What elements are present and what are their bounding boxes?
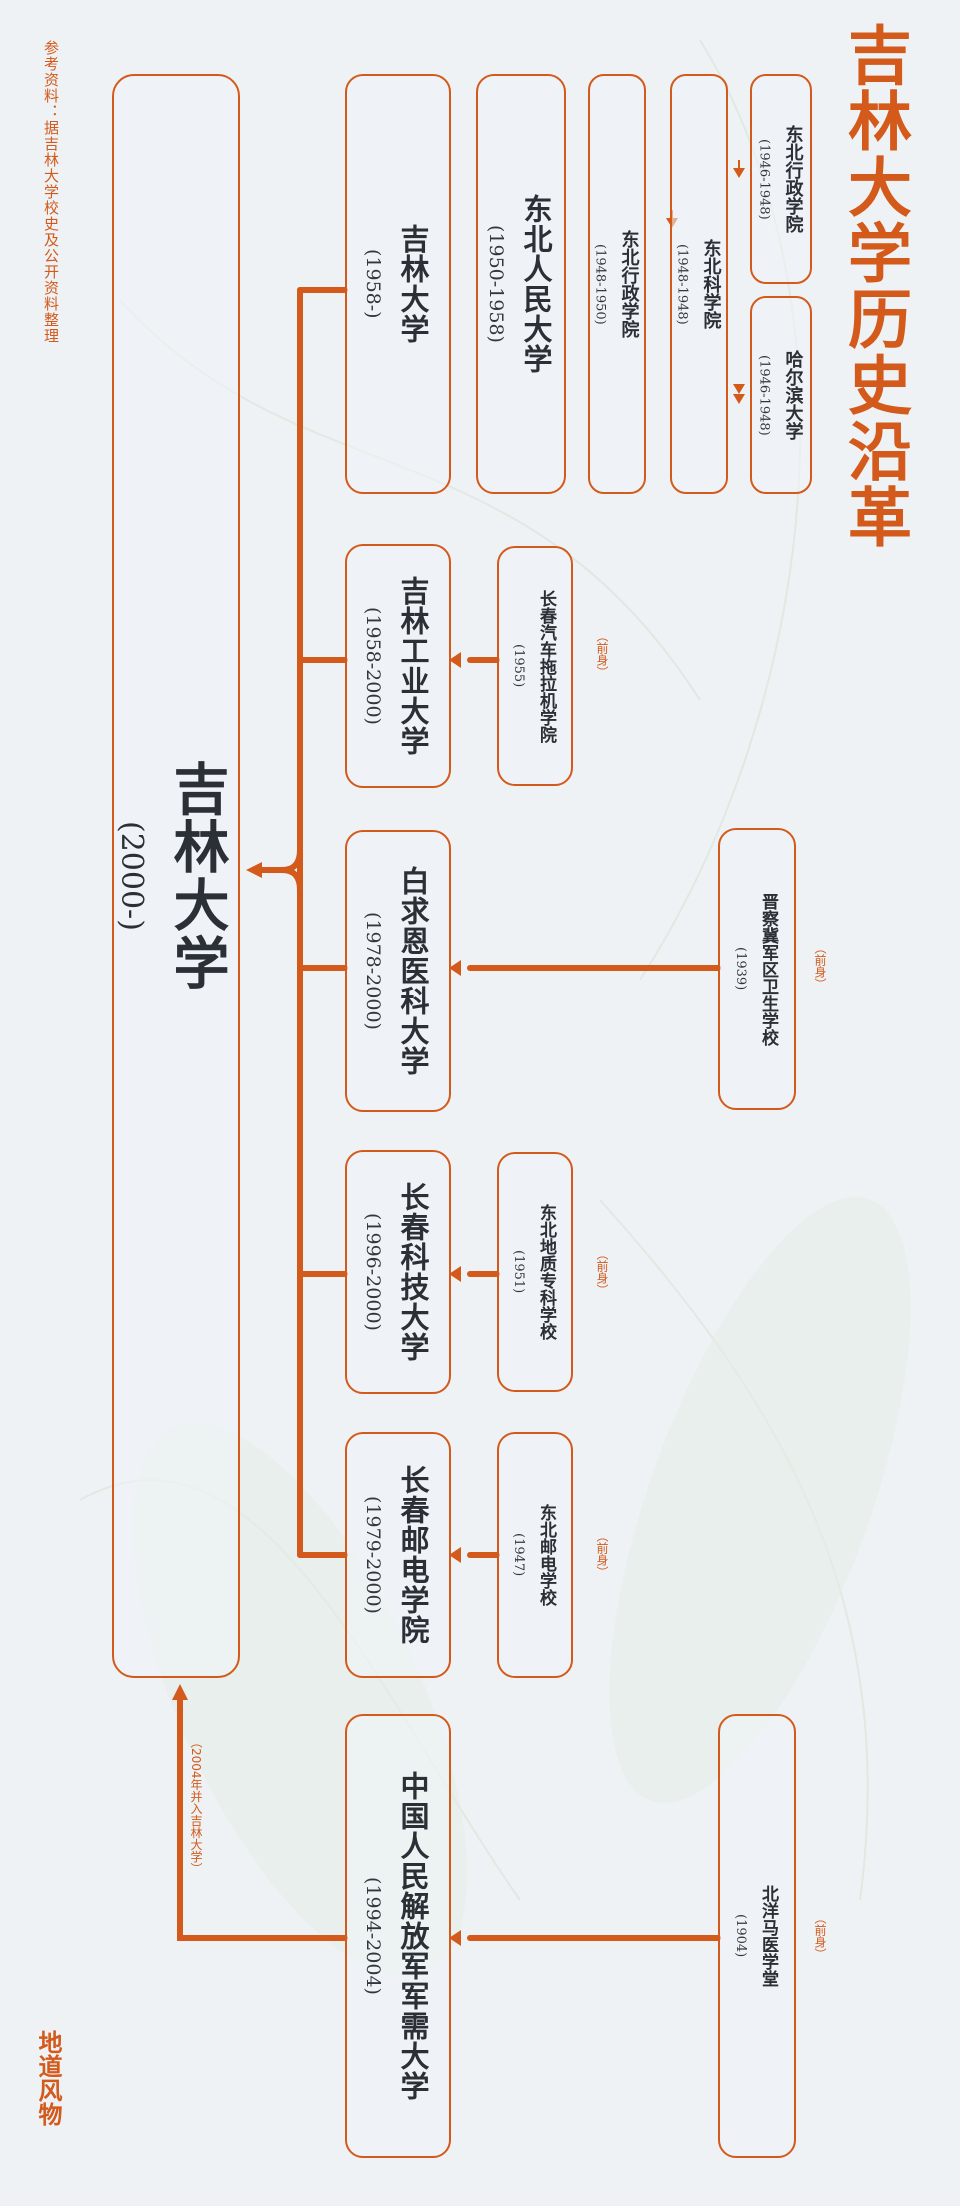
kexue-years: (1948-1948) [674, 243, 690, 325]
gongye-years: (1958-2000) [362, 607, 384, 725]
jilin-1958-name: 吉林大学 [396, 224, 430, 344]
keji-pred-name: 东北地质专科学校 [536, 1204, 556, 1340]
keji-pred-years: (1951) [511, 1250, 526, 1294]
final-years: (2000-) [114, 821, 149, 931]
junxu-name: 中国人民解放军军需大学 [396, 1771, 430, 2101]
arrowhead-merge [172, 1684, 188, 1700]
youdian-pred-years: (1947) [511, 1533, 526, 1577]
haerbin-years: (1946-1948) [756, 354, 772, 436]
merge-note: （2004年并入吉林大学） [189, 1736, 203, 1875]
bracket-to-final [259, 847, 303, 893]
keji-name: 长春科技大学 [396, 1182, 430, 1362]
keji-pred-box: (1951) 东北地质专科学校 [497, 1152, 573, 1392]
xingzheng-1948-years: (1948-1950) [592, 243, 608, 325]
keji-pred-tag: （前身） [595, 1248, 609, 1296]
xingzheng-1946-name: 东北行政学院 [782, 125, 804, 233]
junxu-box: (1994-2004) 中国人民解放军军需大学 [345, 1714, 451, 2158]
baiqiuen-years: (1978-2000) [362, 912, 384, 1030]
baiqiuen-name: 白求恩医科大学 [396, 866, 430, 1076]
youdian-pred-tag: （前身） [595, 1530, 609, 1578]
arrowhead-final [246, 862, 262, 878]
keji-box: (1996-2000) 长春科技大学 [345, 1150, 451, 1394]
baiqiuen-pred-tag: （前身） [813, 942, 827, 990]
baiqiuen-pred-years: (1939) [733, 947, 748, 991]
final-jilin-university-box: (2000-) 吉林大学 [112, 74, 240, 1678]
dongbei-renmin-box: (1950-1958) 东北人民大学 [476, 74, 566, 494]
dongbei-renmin-years: (1950-1958) [485, 225, 507, 343]
haerbin-name: 哈尔滨大学 [782, 350, 804, 440]
final-name: 吉林大学 [164, 760, 230, 992]
junxu-pred-tag: （前身） [813, 1912, 827, 1960]
junxu-pred-box: (1904) 北洋马医学堂 [718, 1714, 796, 2158]
xingzheng-1948-box: (1948-1950) 东北行政学院 [588, 74, 646, 494]
jilin-1958-years: (1958-) [362, 249, 384, 319]
baiqiuen-pred-box: (1939) 晋察冀军区卫生学校 [718, 828, 796, 1110]
keji-years: (1996-2000) [362, 1213, 384, 1331]
youdian-box: (1979-2000) 长春邮电学院 [345, 1432, 451, 1678]
xingzheng-1948-name: 东北行政学院 [618, 230, 640, 338]
gongye-pred-box: (1955) 长春汽车拖拉机学院 [497, 546, 573, 786]
junxu-pred-years: (1904) [733, 1914, 748, 1958]
gongye-name: 吉林工业大学 [396, 576, 430, 756]
youdian-name: 长春邮电学院 [396, 1465, 430, 1645]
junxu-pred-name: 北洋马医学堂 [758, 1885, 778, 1987]
gongye-pred-years: (1955) [511, 644, 526, 688]
kexue-box: (1948-1948) 东北科学院 [670, 74, 728, 494]
xingzheng-1946-box: (1946-1948) 东北行政学院 [750, 74, 812, 284]
gongye-box: (1958-2000) 吉林工业大学 [345, 544, 451, 788]
gongye-pred-tag: （前身） [595, 630, 609, 678]
baiqiuen-pred-name: 晋察冀军区卫生学校 [758, 892, 778, 1046]
youdian-pred-box: (1947) 东北邮电学校 [497, 1432, 573, 1678]
reference-note: 参考资料：据吉林大学校史及公开资料整理 [42, 40, 60, 344]
kexue-name: 东北科学院 [700, 239, 722, 329]
baiqiuen-box: (1978-2000) 白求恩医科大学 [345, 830, 451, 1112]
haerbin-box: (1946-1948) 哈尔滨大学 [750, 296, 812, 494]
gongye-pred-name: 长春汽车拖拉机学院 [536, 589, 556, 743]
junxu-years: (1994-2004) [362, 1877, 384, 1995]
page-title: 吉林大学历史沿革 [837, 22, 912, 550]
youdian-years: (1979-2000) [362, 1496, 384, 1614]
merge-line [177, 1697, 348, 1941]
youdian-pred-name: 东北邮电学校 [536, 1504, 556, 1606]
xingzheng-1946-years: (1946-1948) [756, 138, 772, 220]
jilin-1958-box: (1958-) 吉林大学 [345, 74, 451, 494]
brand-logo: 地道风物 [34, 2030, 63, 2126]
dongbei-renmin-name: 东北人民大学 [519, 194, 553, 374]
